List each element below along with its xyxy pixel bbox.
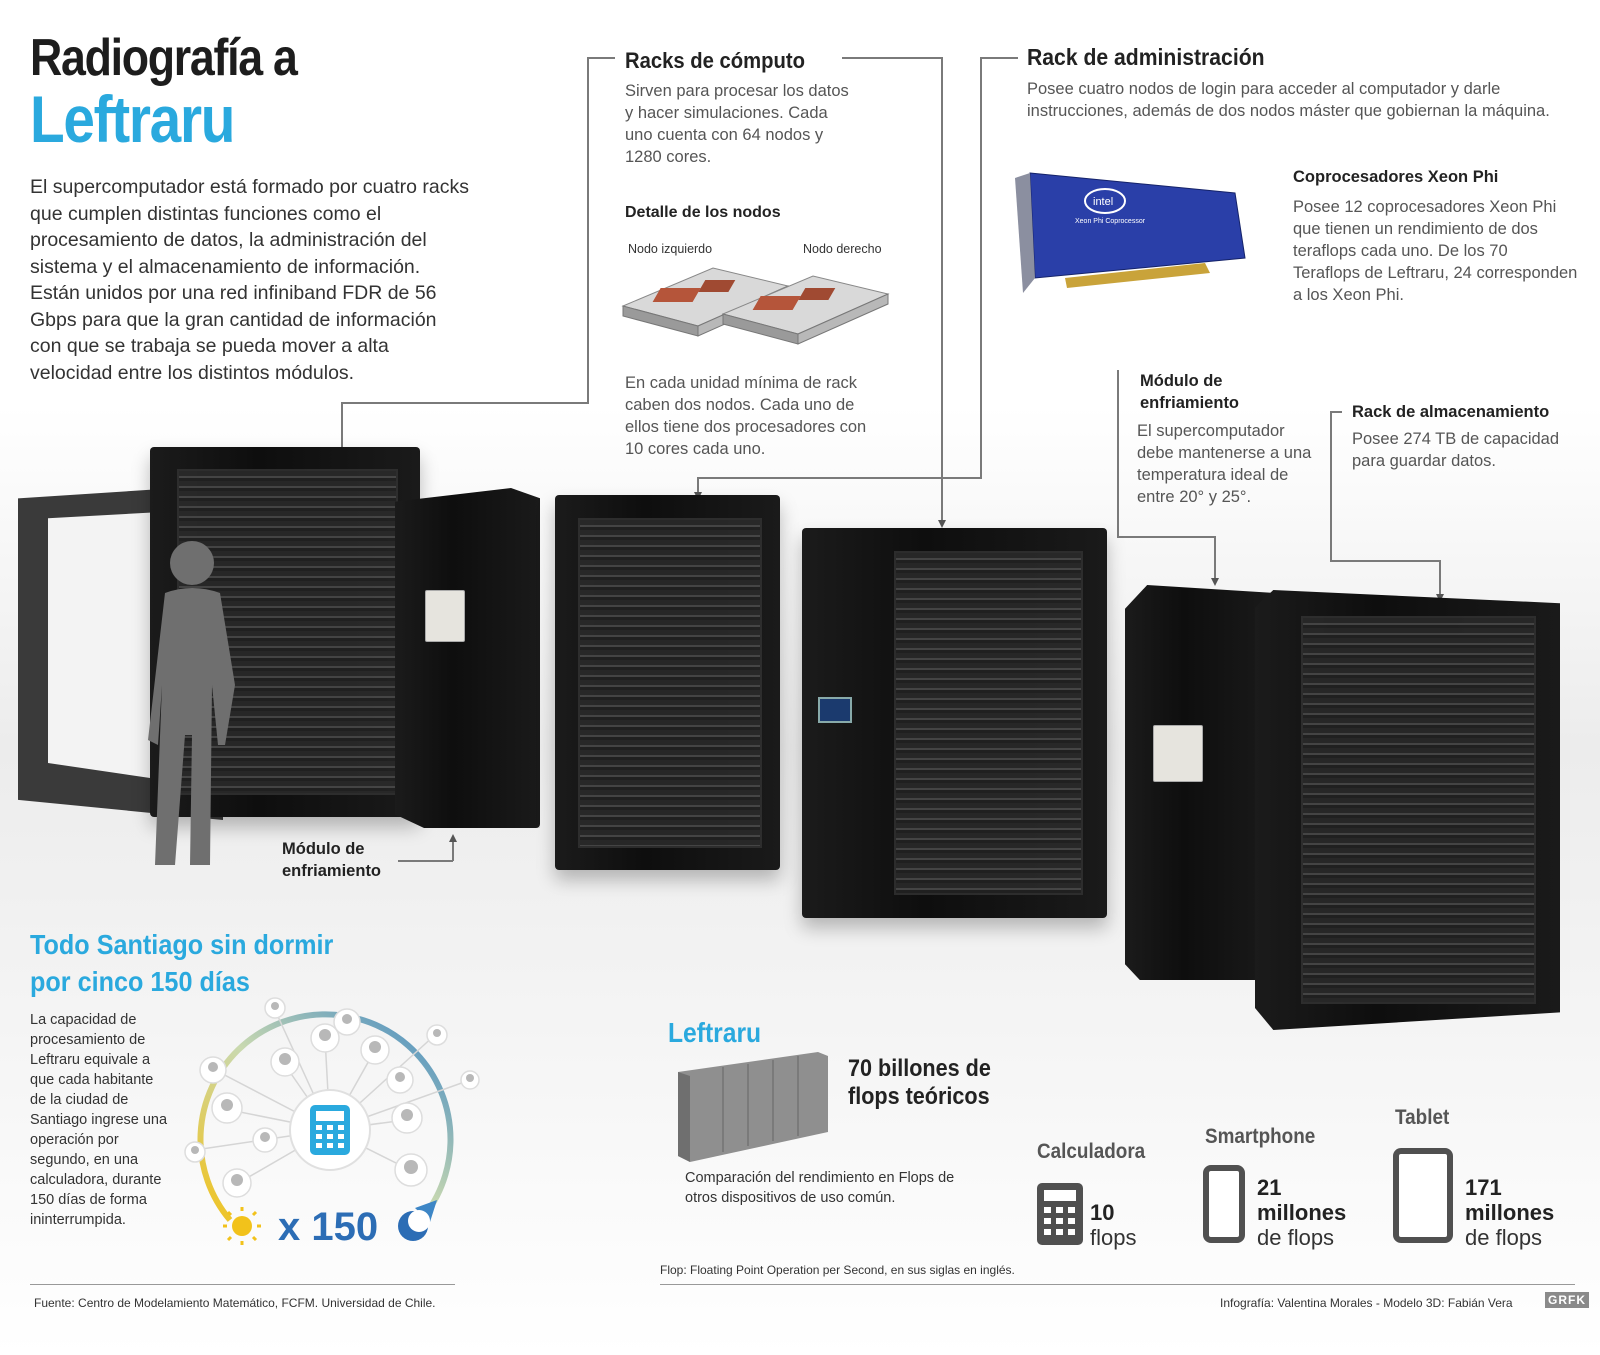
population-diagram: [184, 997, 480, 1245]
nodes-text: En cada unidad mínima de rack caben dos …: [625, 374, 867, 458]
divider: [30, 1284, 455, 1285]
cooling-module-left: [395, 488, 540, 828]
leader-line: [980, 57, 982, 477]
tablet-icon: [1393, 1148, 1453, 1243]
storage-rack: [1255, 590, 1560, 1030]
leader-line: [341, 402, 589, 404]
leader-line: [452, 841, 454, 861]
nodes-heading: Detalle de los nodos: [625, 204, 781, 221]
multiplier-text: x 150: [278, 1205, 379, 1249]
device-unit-tablet: de flops: [1465, 1225, 1543, 1250]
admin-screen-icon: [818, 697, 852, 723]
leader-line: [1117, 370, 1119, 537]
leader-line: [341, 402, 343, 449]
device-unit-calculator: flops: [1090, 1225, 1137, 1250]
santiago-text: La capacidad de procesamiento de Leftrar…: [30, 1012, 168, 1228]
cooling-left-heading: Módulo de enfriamiento: [282, 840, 382, 880]
leader-line: [1117, 536, 1215, 538]
card-label-text: Xeon Phi Coprocessor: [1075, 218, 1146, 225]
storage-heading: Rack de almacenamiento: [1352, 403, 1550, 421]
device-value-calculator: 10: [1090, 1200, 1115, 1225]
sun-icon: [223, 1207, 261, 1245]
leader-line: [587, 57, 615, 59]
leader-line: [941, 57, 943, 522]
device-name-tablet: Tablet: [1395, 1106, 1450, 1129]
cooling-right-text: El supercomputador debe mantenerse a una…: [1137, 422, 1312, 506]
calculator-icon: [1037, 1183, 1083, 1245]
arrow-down-icon: [1211, 578, 1219, 586]
device-unit-smartphone: de flops: [1257, 1225, 1335, 1250]
cooling-control-panel: [425, 590, 465, 642]
leftraru-mini-rack-icon: [678, 1052, 828, 1162]
cooling-module-right: [1125, 585, 1273, 980]
page-title-line2: Leftraru: [30, 82, 235, 156]
leftraru-value: 70 billones de flops teóricos: [848, 1055, 991, 1110]
xeon-heading: Coprocesadores Xeon Phi: [1293, 168, 1499, 186]
intro-text: El supercomputador está formado por cuat…: [30, 176, 469, 384]
leader-line: [980, 57, 1018, 59]
leader-line: [697, 477, 982, 479]
page-title-line1: Radiografía a: [30, 29, 298, 87]
cooling-right-heading: Módulo de enfriamiento: [1140, 372, 1240, 412]
xeon-text: Posee 12 coprocesadores Xeon Phi que tie…: [1293, 198, 1578, 304]
admin-text: Posee cuatro nodos de login para acceder…: [1027, 80, 1550, 120]
xeon-phi-card-illustration: intel Xeon Phi Coprocessor: [1015, 172, 1246, 293]
device-name-smartphone: Smartphone: [1205, 1125, 1316, 1148]
device-value-tablet: 171 millones: [1465, 1175, 1555, 1225]
leader-line: [1330, 411, 1332, 561]
comparison-heading: Leftraru: [668, 1017, 762, 1048]
leader-line: [1330, 411, 1342, 413]
leader-line: [1330, 560, 1440, 562]
credits-text: Infografía: Valentina Morales - Modelo 3…: [1220, 1296, 1513, 1310]
compute-heading: Racks de cómputo: [625, 48, 805, 73]
grfk-logo: GRFK: [1545, 1292, 1589, 1308]
divider: [660, 1284, 1575, 1285]
arrow-up-icon: [449, 834, 457, 842]
card-brand-text: intel: [1093, 196, 1113, 208]
leader-line: [1439, 560, 1441, 595]
right-node-icon: [721, 275, 890, 345]
storage-text: Posee 274 TB de capacidad para guardar d…: [1352, 430, 1560, 470]
person-silhouette-icon: [148, 541, 235, 865]
moon-icon: [398, 1210, 430, 1241]
compute-rack-2: [555, 495, 780, 870]
admin-heading: Rack de administración: [1027, 44, 1265, 70]
flop-note: Flop: Floating Point Operation per Secon…: [660, 1263, 1015, 1277]
leader-line: [842, 57, 942, 59]
leader-line: [1214, 536, 1216, 580]
admin-rack: [802, 528, 1107, 918]
right-node-label: Nodo derecho: [803, 242, 882, 256]
smartphone-icon: [1203, 1165, 1245, 1243]
leader-line: [398, 860, 453, 862]
server-nodes-illustration: [621, 267, 890, 345]
source-text: Fuente: Centro de Modelamiento Matemátic…: [34, 1296, 436, 1310]
arrow-down-icon: [938, 520, 946, 528]
santiago-heading: Todo Santiago sin dormir por cinco 150 d…: [30, 929, 334, 997]
device-name-calculator: Calculadora: [1037, 1140, 1146, 1163]
device-value-smartphone: 21 millones: [1257, 1175, 1347, 1225]
comparison-caption: Comparación del rendimiento en Flops de …: [685, 1170, 955, 1206]
calculator-icon: [310, 1105, 350, 1155]
cooling-control-panel: [1153, 725, 1203, 782]
leader-line: [697, 477, 699, 493]
left-node-label: Nodo izquierdo: [628, 242, 713, 256]
leader-line: [587, 57, 589, 402]
compute-text: Sirven para procesar los datos y hacer s…: [625, 82, 849, 166]
